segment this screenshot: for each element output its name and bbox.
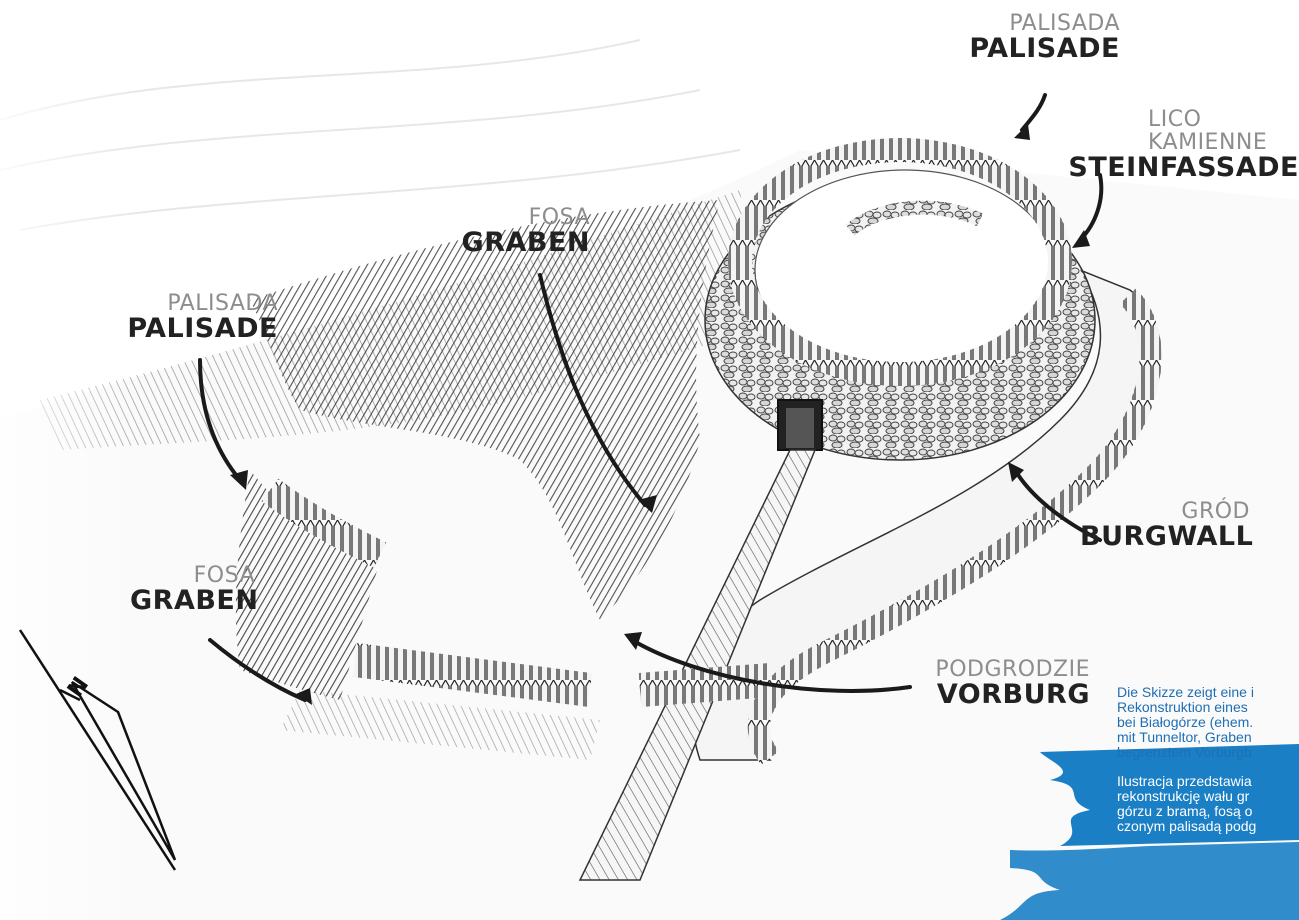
label-bailey-de: VORBURG xyxy=(900,681,1090,709)
label-moat-center-pl: FOSA xyxy=(460,206,590,229)
caption-polish-line: czonym palisadą podg xyxy=(1117,819,1299,834)
label-stronghold-pl: GRÓD xyxy=(1080,500,1250,523)
label-palisade-left-pl: PALISADA xyxy=(118,292,278,315)
label-stone-facade-pl2: KAMIENNE xyxy=(1060,131,1299,154)
label-moat-left-pl: FOSA xyxy=(130,564,255,587)
label-palisade-top-de: PALISADE xyxy=(960,35,1120,63)
label-stronghold-de: BURGWALL xyxy=(1080,523,1250,551)
label-moat-center: FOSA GRABEN xyxy=(460,206,590,257)
caption-polish-line: Ilustracja przedstawia xyxy=(1117,774,1299,789)
caption-german-line: mit Tunneltor, Graben xyxy=(1117,730,1299,745)
label-palisade-top: PALISADA PALISADE xyxy=(960,12,1120,63)
caption-polish-line: rekonstrukcję wału gr xyxy=(1117,789,1299,804)
label-palisade-left: PALISADA PALISADE xyxy=(118,292,278,343)
caption-german-line: Die Skizze zeigt eine i xyxy=(1117,685,1299,700)
label-stronghold: GRÓD BURGWALL xyxy=(1080,500,1250,551)
caption-brush xyxy=(1000,842,1299,920)
arrow-palisade-top xyxy=(1022,95,1045,130)
label-moat-center-de: GRABEN xyxy=(460,229,590,257)
caption-german-line: bei Białogórze (ehem. xyxy=(1117,715,1299,730)
caption-german: Die Skizze zeigt eine i Rekonstruktion e… xyxy=(1117,685,1299,760)
label-bailey: PODGRODZIE VORBURG xyxy=(900,658,1090,709)
caption-polish: Ilustracja przedstawia rekonstrukcję wał… xyxy=(1117,774,1299,834)
label-stone-facade-pl1: LICO xyxy=(1060,108,1299,131)
label-stone-facade: LICO KAMIENNE STEINFASSADE xyxy=(1060,108,1299,183)
caption-polish-line: górzu z bramą, fosą o xyxy=(1117,804,1299,819)
label-moat-left-de: GRABEN xyxy=(130,587,255,615)
label-bailey-pl: PODGRODZIE xyxy=(900,658,1090,681)
caption-german-line: begrenztem Vorburgb xyxy=(1117,745,1299,760)
label-moat-left: FOSA GRABEN xyxy=(130,564,255,615)
label-palisade-left-de: PALISADE xyxy=(118,315,278,343)
label-palisade-top-pl: PALISADA xyxy=(960,12,1120,35)
label-stone-facade-de: STEINFASSADE xyxy=(1060,154,1299,182)
caption-german-line: Rekonstruktion eines xyxy=(1117,700,1299,715)
